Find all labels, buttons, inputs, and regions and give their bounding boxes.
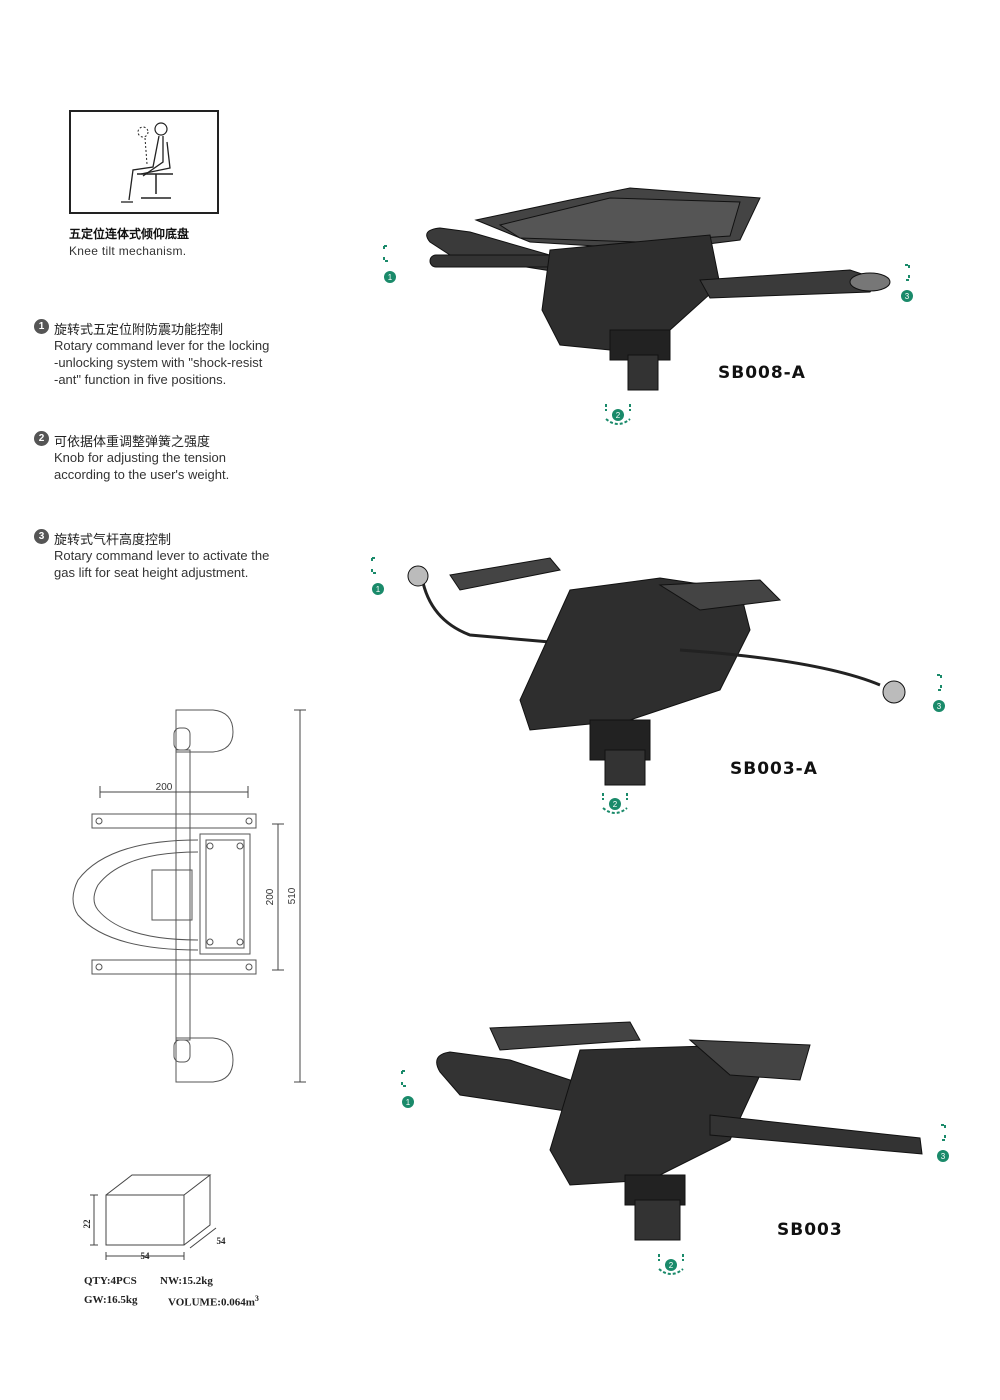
mechanism-sb008-a-image (426, 187, 891, 391)
marker-1-icon: 1 (401, 1070, 414, 1108)
feature-cn: 旋转式气杆高度控制 (54, 532, 172, 547)
marker-number: 3 (941, 1152, 946, 1161)
dim-total-label: 510 (287, 887, 298, 904)
marker-2-icon: 2 (602, 793, 628, 814)
marker-2-icon: 2 (605, 404, 631, 425)
marker-number: 1 (376, 585, 381, 594)
feature-number: 1 (34, 319, 49, 334)
carton-volume-value: VOLUME:0.064m (168, 1296, 255, 1309)
marker-number: 2 (616, 411, 621, 420)
title-cn: 五定位连体式倾仰底盘 (69, 227, 190, 241)
carton-height: 22 (82, 1219, 92, 1229)
feature-en: Rotary command lever to activate the gas… (54, 548, 270, 580)
dim-height-label: 200 (265, 888, 276, 905)
feature-number: 3 (34, 529, 49, 544)
carton-width: 54 (141, 1251, 151, 1261)
marker-3-icon: 3 (933, 674, 945, 712)
technical-drawing: 200 200 510 (72, 709, 306, 1083)
carton-nw: NW:15.2kg (160, 1275, 213, 1287)
marker-3-icon: 3 (901, 264, 913, 302)
feature-cn: 旋转式五定位附防震功能控制 (54, 322, 224, 337)
carton-volume-sup: 3 (254, 1294, 259, 1303)
title-en: Knee tilt mechanism. (69, 244, 187, 258)
feature-3: 3 旋转式气杆高度控制 Rotary command lever to acti… (34, 529, 334, 584)
feature-number: 2 (34, 431, 49, 446)
marker-1-icon: 1 (383, 245, 396, 283)
carton-depth: 54 (217, 1236, 227, 1246)
feature-cn: 可依据体重调整弹簧之强度 (54, 434, 211, 449)
feature-1: 1 旋转式五定位附防震功能控制 Rotary command lever for… (34, 319, 334, 389)
carton-volume: VOLUME:0.064m3 (168, 1294, 259, 1309)
model-label: SB003-A (730, 759, 818, 779)
marker-number: 2 (669, 1261, 674, 1270)
dim-width-label: 200 (156, 782, 173, 793)
mechanism-sb003-image (436, 1021, 923, 1241)
knee-tilt-pictogram (69, 110, 219, 214)
marker-number: 1 (406, 1098, 411, 1107)
model-label: SB003 (777, 1220, 843, 1240)
marker-1-icon: 1 (371, 557, 384, 595)
carton-box-diagram: 22 54 54 (82, 1174, 227, 1261)
marker-number: 3 (937, 702, 942, 711)
marker-number: 1 (388, 273, 393, 282)
marker-3-icon: 3 (937, 1124, 949, 1162)
model-label: SB008-A (718, 363, 806, 383)
marker-number: 2 (613, 800, 618, 809)
mechanism-sb003-a-image (407, 557, 906, 786)
seated-person-icon (121, 122, 173, 203)
carton-gw: GW:16.5kg (84, 1294, 138, 1306)
carton-qty: QTY:4PCS (84, 1275, 137, 1287)
feature-2: 2 可依据体重调整弹簧之强度 Knob for adjusting the te… (34, 431, 334, 486)
marker-2-icon: 2 (658, 1254, 684, 1275)
feature-en: Knob for adjusting the tension according… (54, 450, 230, 482)
marker-number: 3 (905, 292, 910, 301)
feature-en: Rotary command lever for the locking -un… (54, 338, 270, 387)
